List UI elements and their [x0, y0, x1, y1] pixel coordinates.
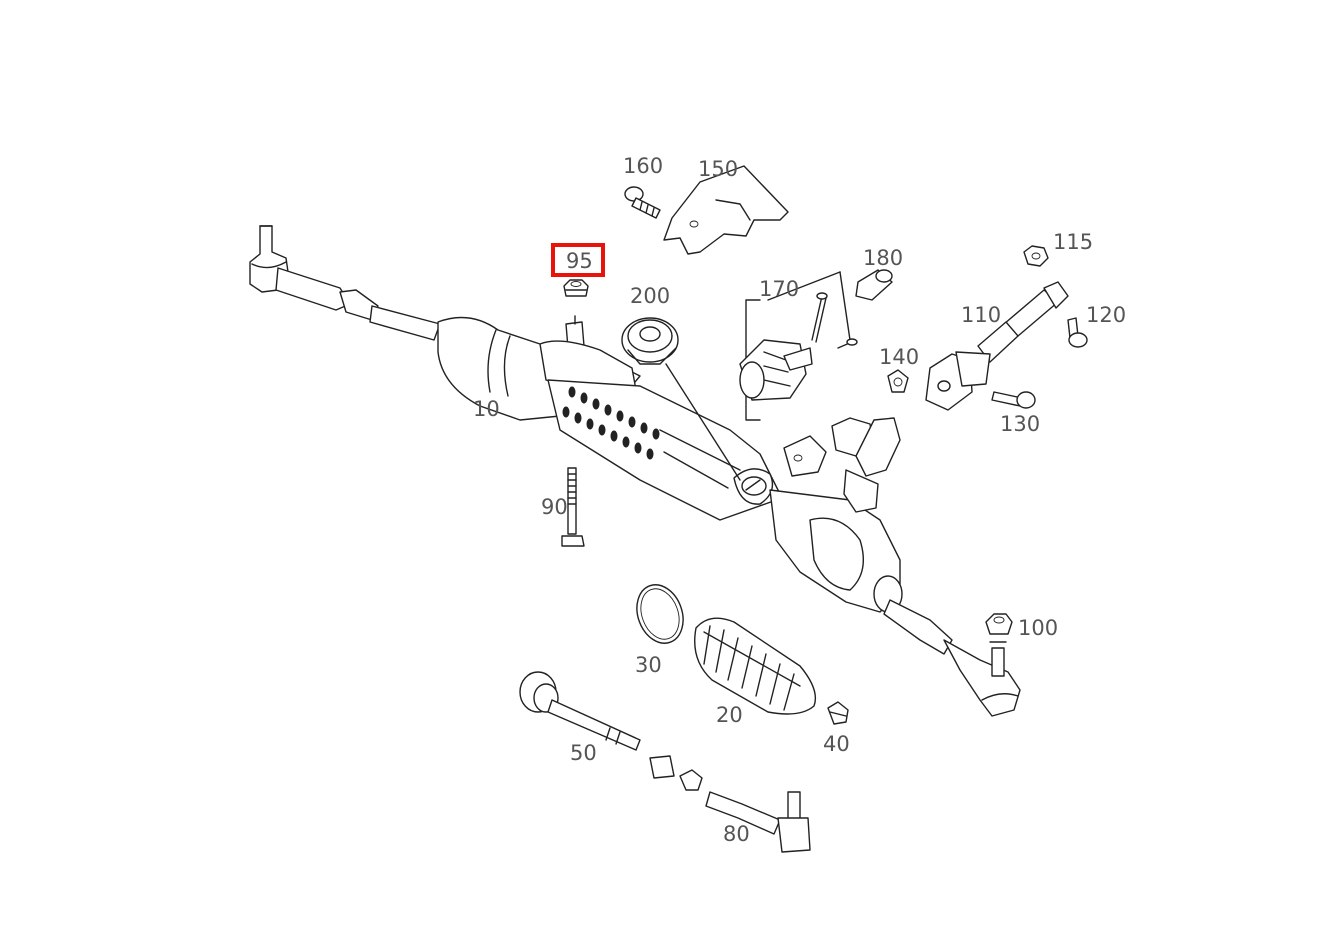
label-120[interactable]: 120 [1086, 303, 1126, 327]
label-150[interactable]: 150 [698, 157, 738, 181]
part-115-nut[interactable] [1023, 245, 1049, 267]
label-50[interactable]: 50 [570, 741, 597, 765]
label-140[interactable]: 140 [879, 345, 919, 369]
label-160[interactable]: 160 [623, 154, 663, 178]
part-140-nut[interactable] [887, 369, 909, 393]
part-30-clamp[interactable] [629, 578, 691, 649]
part-130-bolt[interactable] [991, 391, 1036, 409]
part-160-screw[interactable] [624, 186, 661, 219]
part-100-nut[interactable] [985, 613, 1013, 635]
part-40-clip[interactable] [827, 701, 849, 725]
part-90-bolt[interactable] [561, 467, 585, 547]
label-40[interactable]: 40 [823, 732, 850, 756]
label-110[interactable]: 110 [961, 303, 1001, 327]
part-120-bolt[interactable] [1067, 317, 1088, 348]
label-170[interactable]: 170 [759, 277, 799, 301]
part-200-cover[interactable] [621, 317, 741, 481]
label-180[interactable]: 180 [863, 246, 903, 270]
label-10[interactable]: 10 [473, 397, 500, 421]
part-50-inner-tie-rod[interactable] [519, 671, 641, 751]
part-95-nut[interactable] [563, 279, 589, 297]
label-95[interactable]: 95 [566, 249, 593, 273]
label-130[interactable]: 130 [1000, 412, 1040, 436]
label-30[interactable]: 30 [635, 653, 662, 677]
part-170-actuator[interactable] [739, 271, 858, 421]
part-110-shaft[interactable] [925, 281, 1069, 411]
label-90[interactable]: 90 [541, 495, 568, 519]
part-150-shield[interactable] [663, 165, 789, 255]
label-115[interactable]: 115 [1053, 230, 1093, 254]
label-100[interactable]: 100 [1018, 616, 1058, 640]
part-20-boot[interactable] [694, 617, 817, 715]
label-80[interactable]: 80 [723, 822, 750, 846]
highlight-box-95 [551, 243, 605, 277]
part-10-steering-rack[interactable] [249, 225, 1021, 717]
label-20[interactable]: 20 [716, 703, 743, 727]
label-200[interactable]: 200 [630, 284, 670, 308]
part-180-sleeve[interactable] [855, 269, 893, 301]
part-80-tie-rod-end[interactable] [649, 755, 811, 853]
